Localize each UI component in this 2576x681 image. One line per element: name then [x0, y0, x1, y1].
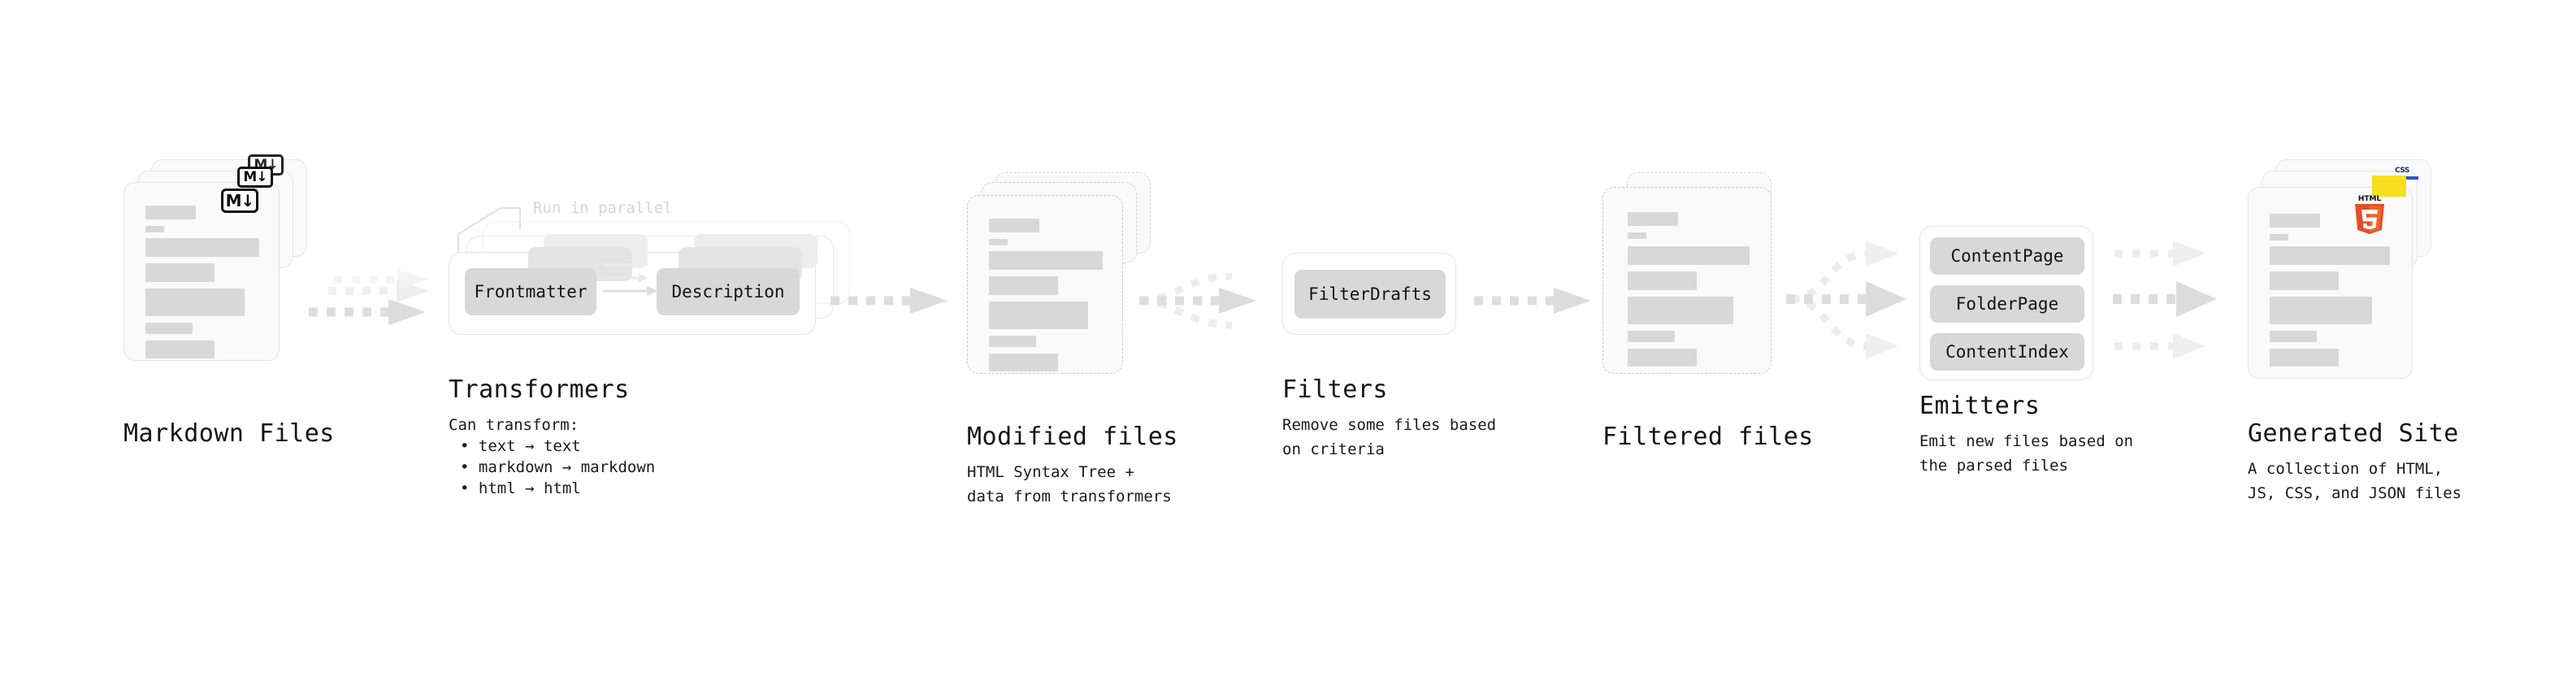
markdown-badge-text: M↓ [225, 191, 255, 210]
arrow-emitters-to-site [2113, 241, 2217, 359]
emitters-desc: Emit new files based on the parsed files [1919, 432, 2134, 475]
site-file-card-front [2248, 187, 2413, 379]
transformer-chip-label: Description [671, 282, 785, 301]
emitter-chip-label: ContentIndex [1945, 342, 2069, 362]
generated-site-desc: A collection of HTML, JS, CSS, and JSON … [2248, 460, 2462, 502]
transformer-chip-description[interactable]: Description [657, 268, 800, 315]
emitters-panel: ContentPage FolderPage ContentIndex [1919, 226, 2093, 380]
markdown-badge-middle: M↓ [237, 167, 273, 188]
transformer-chip-frontmatter[interactable]: Frontmatter [465, 268, 596, 315]
emitters-title: Emitters [1919, 392, 2040, 420]
markdown-files-title: Markdown Files [124, 419, 335, 448]
javascript-badge [2372, 176, 2406, 197]
filters-desc: Remove some files based on criteria [1282, 416, 1497, 458]
arrow-filters-to-filtered [1474, 288, 1591, 314]
emitter-chip-label: FolderPage [1955, 294, 2059, 314]
markdown-file-card-front [124, 182, 280, 361]
generated-site-title: Generated Site [2248, 419, 2459, 448]
transformer-chip-label: Frontmatter [474, 282, 588, 301]
transformers-bullet-1: • markdown → markdown [460, 458, 656, 476]
transformers-desc: Can transform: [449, 416, 579, 434]
arrow-filtered-to-emitters [1786, 241, 1906, 359]
emitter-chip-folderpage[interactable]: FolderPage [1930, 285, 2084, 323]
emitter-chip-contentindex[interactable]: ContentIndex [1930, 333, 2084, 371]
run-in-parallel-label: Run in parallel [533, 199, 673, 217]
site-file-skeleton [2249, 188, 2412, 378]
emitter-chip-label: ContentPage [1950, 246, 2064, 266]
arrow-markdown-to-transformers [309, 270, 429, 325]
filters-title: Filters [1282, 375, 1388, 404]
markdown-badge-front: M↓ [221, 189, 258, 213]
svg-text:HTML: HTML [2358, 195, 2382, 203]
filter-chip-filterdrafts[interactable]: FilterDrafts [1295, 270, 1446, 319]
arrow-modified-to-filters [1139, 272, 1256, 329]
transformers-title: Transformers [449, 375, 630, 404]
markdown-badge-text: M↓ [243, 169, 267, 185]
transformers-bullet-2: • html → html [460, 479, 581, 497]
emitter-chip-contentpage[interactable]: ContentPage [1930, 237, 2084, 275]
markdown-file-skeleton [124, 183, 279, 360]
modified-file-skeleton [968, 196, 1122, 373]
filter-chip-label: FilterDrafts [1308, 284, 1432, 304]
transformer-internal-arrows [603, 261, 658, 296]
css-badge-text: CSS [2395, 167, 2409, 175]
transformers-bullet-0: • text → text [460, 437, 581, 455]
filters-panel: FilterDrafts [1282, 253, 1456, 335]
modified-file-card-front [967, 195, 1123, 374]
filtered-files-title: Filtered files [1602, 423, 1814, 451]
filtered-file-card-front [1602, 187, 1772, 374]
modified-files-desc: HTML Syntax Tree + data from transformer… [967, 463, 1172, 505]
modified-files-title: Modified files [967, 423, 1178, 451]
run-in-parallel-leader [457, 206, 522, 254]
html5-badge: HTML [2351, 193, 2388, 236]
arrow-transformers-to-modified [830, 288, 948, 314]
filtered-file-skeleton [1603, 188, 1771, 373]
